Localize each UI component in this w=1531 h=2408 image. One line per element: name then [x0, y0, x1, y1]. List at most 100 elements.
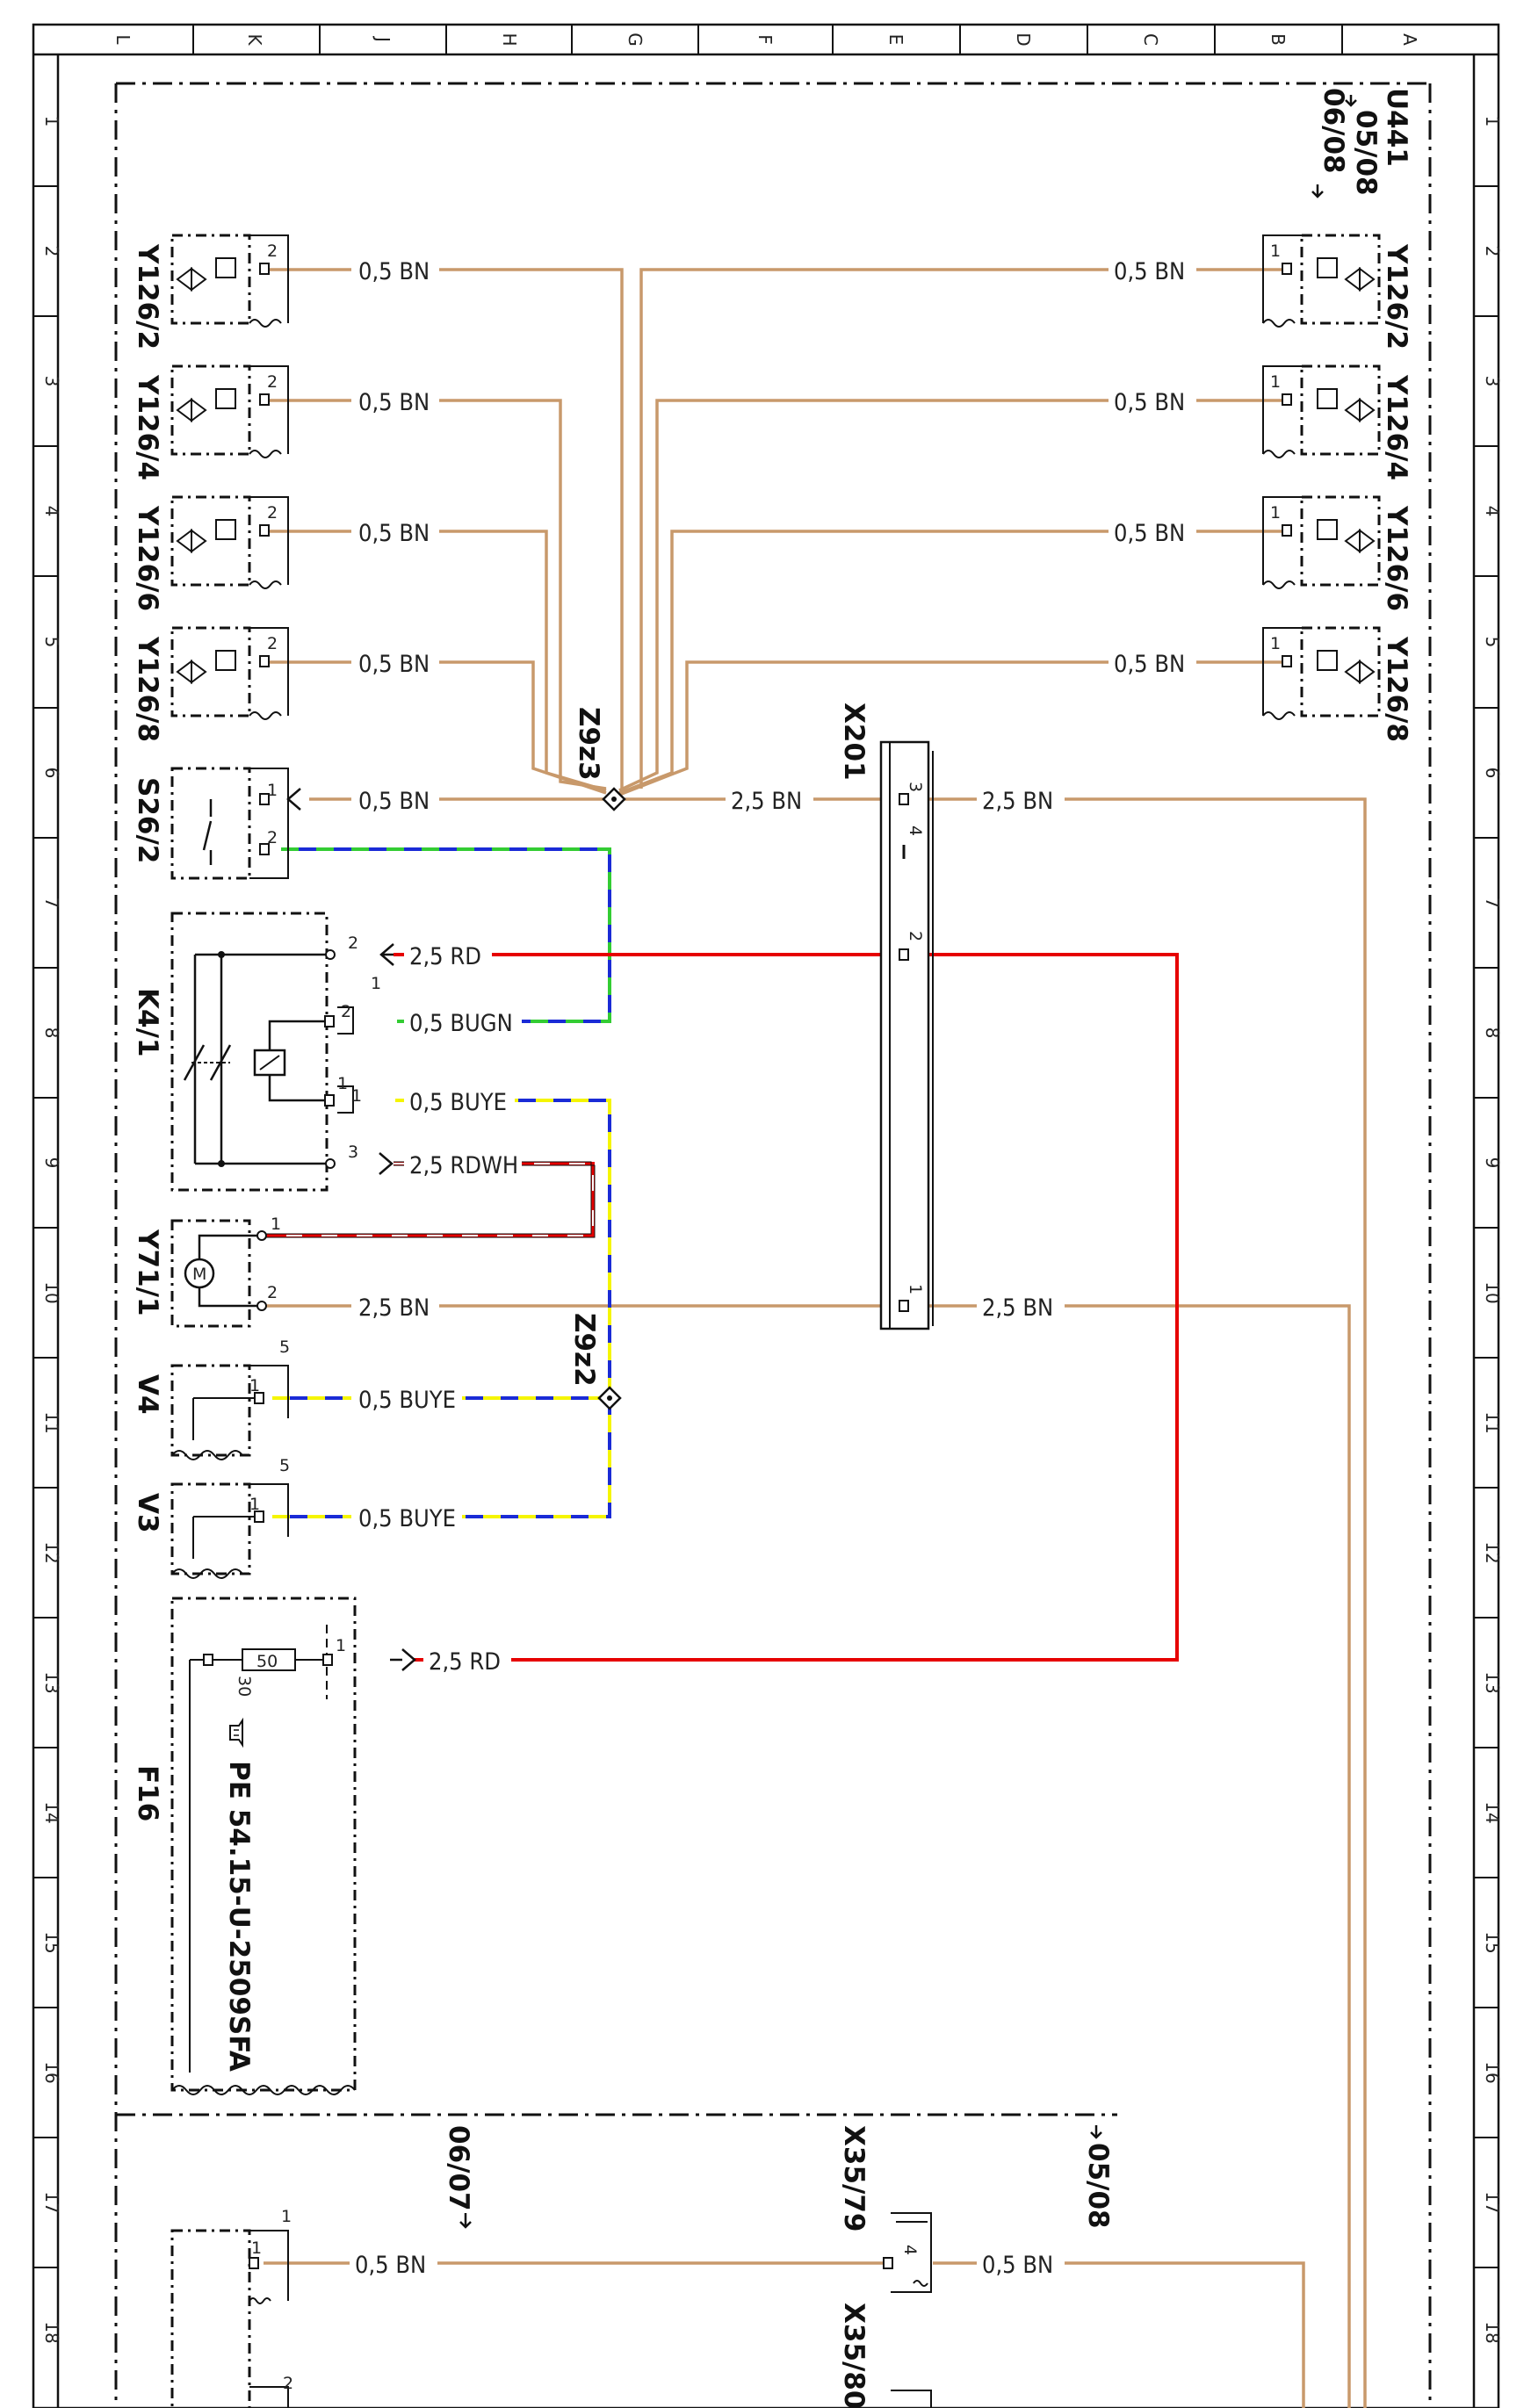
wires: [264, 268, 1367, 2408]
component-label-y126-2-right: Y126/2: [1381, 243, 1412, 350]
component-label-k4-1: K4/1: [132, 988, 163, 1056]
wire-label: 0,5 BN: [358, 651, 430, 678]
module-u441-label: U441 05/08 06/08: [1311, 88, 1412, 198]
row-label-right: 14: [1482, 1801, 1503, 1823]
fuse-reference: PE 54.15-U-2509SFA: [223, 1761, 255, 2072]
splice-z9z3-label: Z9z3: [573, 707, 604, 781]
fuse-value: 50: [256, 1652, 278, 1671]
component-label-s26-2: S26/2: [132, 777, 163, 863]
switch-s26-2: 1 2 S26/2: [132, 767, 301, 880]
col-label: B: [1267, 33, 1289, 46]
connector-x35-80: X35/80: [838, 2303, 932, 2408]
wire-label: 2,5 BN: [358, 1294, 430, 1322]
wire-label: 2,5 RDWH: [409, 1152, 518, 1179]
lower-ref-right: 05/08: [1082, 2143, 1114, 2229]
row-label-left: 6: [41, 768, 62, 779]
pin-label: 4: [900, 2245, 920, 2255]
row-label-right: 16: [1482, 2061, 1503, 2083]
row-label-left: 15: [41, 1931, 62, 1953]
row-label-left: 3: [41, 376, 62, 387]
pin-label: 3: [906, 782, 925, 792]
row-label-right: 9: [1482, 1157, 1503, 1169]
row-label-right: 15: [1482, 1931, 1503, 1953]
pin-label: 5: [279, 1337, 290, 1357]
pin-label: 1: [249, 1495, 260, 1514]
wire-label: 2,5 RD: [429, 1648, 501, 1676]
component-label-y126-2-left: Y126/2: [132, 243, 163, 350]
pin-label: 1: [1270, 372, 1281, 392]
row-label-right: 3: [1482, 376, 1503, 387]
pin-label: 2: [341, 1002, 351, 1021]
wire-label: 0,5 BUYE: [358, 1505, 456, 1532]
pin-label: 1: [1270, 634, 1281, 653]
valve-y126-2-left: 2 Y126/2: [132, 234, 289, 350]
row-label-left: 18: [41, 2321, 62, 2343]
pin-label: 4: [906, 825, 925, 836]
wire-y126-8-left: [264, 660, 607, 795]
wire-y126-2-right: [639, 268, 1287, 789]
row-label-right: 10: [1482, 1281, 1503, 1303]
module-ref-out: 06/08: [1318, 88, 1349, 174]
pin-label: 1: [271, 1215, 281, 1234]
wire-label: 0,5 BN: [358, 258, 430, 285]
wire-label: 0,5 BN: [1114, 651, 1185, 678]
wire-label: 2,5 BN: [731, 788, 802, 815]
row-label-left: 5: [41, 637, 62, 648]
row-grid: [33, 185, 1499, 2268]
row-label-left: 17: [41, 2191, 62, 2213]
wire-rdwh-stripe: [264, 1163, 594, 1236]
component-label-f16: F16: [132, 1765, 163, 1821]
row-label-left: 14: [41, 1801, 62, 1823]
motor-m-symbol: M: [192, 1265, 206, 1284]
valve-y126-6-right: 1 Y126/6: [1262, 495, 1412, 611]
pin-label: 2: [906, 931, 925, 941]
col-label: D: [1013, 32, 1034, 46]
wire-bugn-stripe: [281, 847, 611, 1023]
pin-label: 2: [267, 372, 278, 392]
pin-label: 1: [1270, 242, 1281, 261]
wire-label: 2,5 BN: [982, 788, 1053, 815]
col-label: A: [1399, 33, 1420, 46]
fuse-f16: 50 1 30 PE 54.15-U-2509SFA F16: [132, 1597, 416, 2095]
component-label-x35-79: X35/79: [838, 2125, 870, 2232]
component-label-y126-4-left: Y126/4: [132, 374, 163, 480]
wire-x201-3-out: [914, 797, 1367, 2408]
pin-label: 1: [336, 1636, 346, 1655]
lower-ref-left: 06/07: [443, 2125, 474, 2211]
row-label-right: 4: [1482, 506, 1503, 517]
y126-right-group: 1 Y126/2 1 Y126/4 1 Y126/6: [1262, 234, 1412, 742]
pin-label: 1: [906, 1284, 925, 1294]
row-label-left: 4: [41, 506, 62, 517]
row-label-right: 6: [1482, 768, 1503, 779]
row-label-right: 12: [1482, 1541, 1503, 1563]
column-grid: [192, 25, 1343, 54]
row-label-left: 11: [41, 1411, 62, 1433]
pin-label: 2: [267, 1283, 278, 1302]
component-v3: 5 1 V3: [132, 1456, 290, 1579]
wire-bugn: [281, 847, 611, 1023]
motor-y71-1: M 1 2 Y71/1: [132, 1215, 281, 1328]
pin-label: 1: [1270, 503, 1281, 523]
wire-y126-8-right: [618, 660, 1287, 797]
component-v4: 5 1 V4: [132, 1337, 290, 1460]
row-label-left: 1: [41, 116, 62, 127]
wire-y126-4-left: [264, 399, 607, 790]
splice-z9z2-label: Z9z2: [568, 1313, 600, 1387]
valve-y126-8-left: 2 Y126/8: [132, 626, 289, 742]
arrow-ref-out-icon: [1311, 184, 1324, 198]
wire-label: 0,5 BN: [982, 2252, 1053, 2279]
column-labels: L K J H G F E D C B A: [112, 32, 1420, 47]
pin-label: 2: [267, 242, 278, 261]
pin-label: 1: [249, 1376, 260, 1395]
splice-z9z2: Z9z2: [568, 1313, 622, 1410]
row-label-right: 18: [1482, 2321, 1503, 2343]
col-label: H: [499, 32, 520, 46]
wire-label: 0,5 BN: [355, 2252, 426, 2279]
wire-label: 0,5 BUYE: [358, 1387, 456, 1414]
component-label-y71-1: Y71/1: [132, 1229, 163, 1316]
col-label: F: [755, 34, 776, 45]
connector-x35-79: 4 X35/79: [838, 2125, 932, 2293]
wire-label: 0,5 BN: [358, 520, 430, 547]
pin-label: 2: [348, 934, 358, 953]
